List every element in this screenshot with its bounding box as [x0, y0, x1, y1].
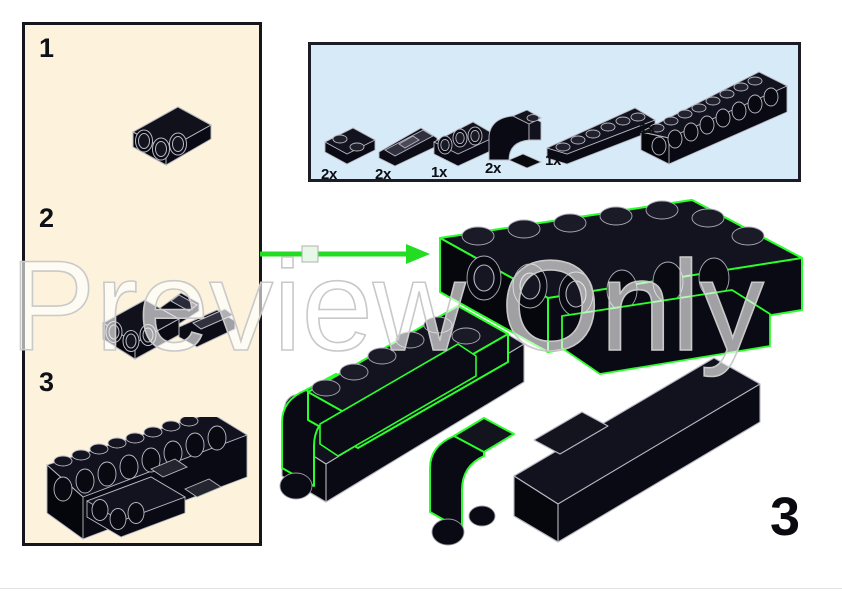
part-item-plate-1x2: 2x — [319, 116, 387, 183]
substep-2-number: 2 — [39, 203, 55, 233]
part-item-curved-slope: 2x — [483, 109, 553, 177]
part-item-liftarm-1x3: 1x — [429, 114, 505, 181]
part-qty-label: 2x — [321, 166, 338, 183]
assembly-arrow-icon — [260, 244, 430, 264]
liftarm-1x3-icon — [433, 121, 498, 167]
step-number: 3 — [769, 487, 800, 547]
plate-1x6-icon — [545, 107, 657, 165]
substep-1-number: 1 — [39, 33, 55, 63]
parts-bin: 2x 2x — [308, 42, 801, 183]
substep-3-art — [46, 417, 249, 540]
part-item-plate-1x6: 1x — [543, 102, 661, 173]
plate-1x2-icon — [324, 127, 376, 165]
curved-slope-icon — [488, 109, 543, 169]
part-qty-label: 1x — [639, 120, 656, 137]
part-qty-label: 1x — [545, 152, 562, 169]
part-item-technic-brick-1x10: 1x — [637, 70, 797, 173]
substep-3-number: 3 — [39, 367, 55, 397]
part-qty-label: 1x — [431, 164, 448, 181]
main-assembly-illustration — [279, 199, 803, 546]
bottom-divider — [0, 588, 842, 589]
technic-brick-1x10-icon — [639, 71, 789, 165]
part-qty-label: 2x — [375, 166, 392, 183]
part-qty-label: 2x — [485, 160, 502, 177]
substep-panel: 1 2 — [22, 22, 262, 546]
substep-1-art — [131, 106, 213, 166]
substep-2-art — [102, 292, 236, 360]
